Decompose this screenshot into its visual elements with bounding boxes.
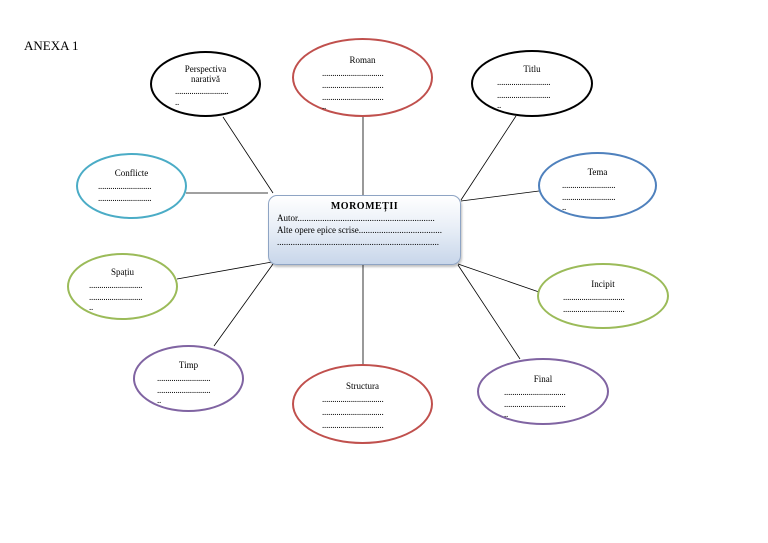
- dots-line: ..: [89, 302, 94, 312]
- node-title: Incipit: [591, 279, 615, 289]
- center-title: MOROMEȚII: [330, 201, 399, 212]
- dots-line: ..............................: [504, 387, 566, 397]
- connector-final: [457, 264, 521, 360]
- dots-line: ..........................: [98, 181, 152, 191]
- dots-line: ..........................: [89, 280, 143, 290]
- node-title: Final: [533, 374, 553, 384]
- connector-spatiul: [176, 261, 273, 280]
- dots-line: ..: [562, 202, 567, 212]
- dots-line: ..: [497, 100, 502, 110]
- dots-line: ..........................: [89, 292, 143, 302]
- dots-line: ..: [322, 101, 327, 111]
- dots-line: ..........................: [98, 193, 152, 203]
- dots-line: ..............................: [322, 420, 384, 430]
- node-title: Roman: [349, 55, 376, 65]
- node-title: Titlu: [523, 64, 541, 74]
- connector-titlu: [460, 115, 517, 201]
- center-line-other-works: Alte opere epice scrise.................…: [277, 225, 442, 235]
- dots-line: ..........................: [157, 373, 211, 383]
- dots-line: ..............................: [322, 80, 384, 90]
- dots-line: ..............................: [504, 399, 566, 409]
- center-box: MOROMEȚII Autor.........................…: [268, 195, 461, 265]
- dots-line: ..............................: [322, 92, 384, 102]
- connector-perspectiva: [222, 116, 274, 194]
- node-roman: Roman .............................. ...…: [292, 38, 433, 117]
- page-label: ANEXA 1: [24, 38, 79, 53]
- dots-line: ..........................: [175, 86, 229, 96]
- node-timp: Timp .......................... ........…: [133, 345, 244, 412]
- node-title: Conflicte: [114, 168, 149, 178]
- dots-line: ..: [175, 97, 180, 107]
- center-line-extra: ........................................…: [277, 237, 439, 247]
- connector-timp: [213, 263, 274, 347]
- dots-line: ..............................: [322, 68, 384, 78]
- dots-line: ..........................: [562, 180, 616, 190]
- node-tema: Tema .......................... ........…: [538, 152, 657, 219]
- node-structura: Structura ..............................…: [292, 364, 433, 444]
- dots-line: ..: [504, 409, 509, 419]
- node-title: Structura: [346, 381, 379, 391]
- node-titlu: Titlu .......................... .......…: [471, 50, 593, 117]
- connector-incipit: [457, 263, 540, 293]
- node-title: Spațiu: [110, 267, 134, 277]
- dots-line: ..........................: [497, 90, 551, 100]
- center-line-author: Autor...................................…: [277, 213, 435, 223]
- node-title: Timp: [178, 360, 199, 370]
- node-title: Tema: [587, 167, 608, 177]
- node-perspectiva: Perspectiva narativă ...................…: [150, 51, 261, 117]
- dots-line: ..............................: [563, 304, 625, 314]
- node-final: Final .............................. ...…: [477, 358, 609, 425]
- dots-line: ..............................: [322, 394, 384, 404]
- dots-line: ..............................: [322, 407, 384, 417]
- dots-line: ..........................: [497, 77, 551, 87]
- dots-line: ..............................: [563, 292, 625, 302]
- node-spatiul: Spațiu .......................... ......…: [67, 253, 178, 320]
- node-title: Perspectiva narativă: [184, 64, 227, 84]
- node-conflicte: Conflicte .......................... ...…: [76, 153, 187, 219]
- node-incipit: Incipit .............................. .…: [537, 263, 669, 329]
- connector-tema: [460, 190, 540, 202]
- dots-line: ..........................: [157, 385, 211, 395]
- dots-line: ..........................: [562, 192, 616, 202]
- dots-line: ..: [157, 395, 162, 405]
